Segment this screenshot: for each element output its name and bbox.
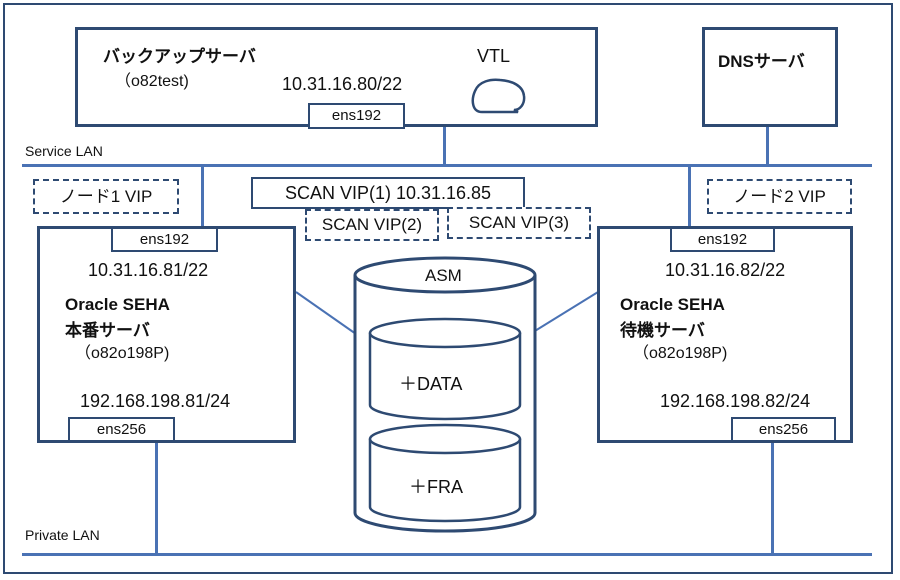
vtl-tape-icon <box>471 78 526 114</box>
node2-to-service-lan <box>688 164 691 228</box>
private-lan-label: Private LAN <box>25 527 100 543</box>
node1-to-private-lan <box>155 441 158 555</box>
backup-to-service-lan <box>443 126 446 166</box>
node1-ip-public: 10.31.16.81/22 <box>88 260 209 280</box>
node2-nic-ens256: ens256 <box>731 417 836 442</box>
fra-diskgroup-label: ＋FRA <box>409 477 463 497</box>
node2-ip-public: 10.31.16.82/22 <box>665 260 786 280</box>
scan-vip-3: SCAN VIP(3) <box>447 207 591 239</box>
dns-to-service-lan <box>766 126 769 166</box>
node2-to-asm-line <box>529 291 599 335</box>
backup-server-title: バックアップサーバ <box>103 47 256 66</box>
node2-to-private-lan <box>771 441 774 555</box>
service-lan-label: Service LAN <box>25 143 103 159</box>
node2-ip-private: 192.168.198.82/24 <box>660 391 811 411</box>
diagram-frame <box>3 3 893 574</box>
node2-hostname: （o82o198P) <box>633 345 728 362</box>
node1-hostname: （o82o198P) <box>75 345 170 362</box>
vtl-label: VTL <box>477 46 511 66</box>
node1-nic-ens192: ens192 <box>111 227 218 252</box>
node2-vip-label: ノード2 VIP <box>733 187 826 206</box>
data-diskgroup-label: ＋DATA <box>399 374 463 394</box>
node1-nic-public-label: ens192 <box>139 231 190 248</box>
scan-vip-2-label: SCAN VIP(2) <box>321 215 423 234</box>
service-lan-line <box>22 164 872 167</box>
backup-nic-ens192: ens192 <box>308 103 405 129</box>
node1-title2: 本番サーバ <box>65 321 150 340</box>
node1-vip-label: ノード1 VIP <box>59 187 153 206</box>
asm-storage-cylinder <box>353 256 537 533</box>
scan-vip-3-label: SCAN VIP(3) <box>468 213 570 232</box>
node2-title2: 待機サーバ <box>620 321 705 340</box>
private-lan-line <box>22 553 872 556</box>
node1-to-service-lan <box>201 164 204 228</box>
node1-vip: ノード1 VIP <box>33 179 179 214</box>
node2-nic-private-label: ens256 <box>758 421 809 438</box>
scan-vip-1-label: SCAN VIP(1) 10.31.16.85 <box>284 183 492 203</box>
asm-label: ASM <box>425 266 462 285</box>
node1-nic-private-label: ens256 <box>96 421 147 438</box>
dns-server-title: DNSサーバ <box>718 52 805 71</box>
node2-title1: Oracle SEHA <box>620 295 725 314</box>
scan-vip-2: SCAN VIP(2) <box>305 209 439 241</box>
scan-vip-1: SCAN VIP(1) 10.31.16.85 <box>251 177 525 209</box>
backup-nic-label: ens192 <box>331 107 382 124</box>
node2-vip: ノード2 VIP <box>707 179 852 214</box>
node2-nic-ens192: ens192 <box>670 227 775 252</box>
node1-ip-private: 192.168.198.81/24 <box>80 391 231 411</box>
node2-server-box <box>597 226 853 443</box>
dns-server-box <box>702 27 838 127</box>
backup-server-hostname: （o82test) <box>115 73 189 90</box>
node1-title1: Oracle SEHA <box>65 295 170 314</box>
node1-to-asm-line <box>295 291 357 335</box>
node2-nic-public-label: ens192 <box>697 231 748 248</box>
backup-server-ip: 10.31.16.80/22 <box>282 74 403 94</box>
node1-nic-ens256: ens256 <box>68 417 175 442</box>
